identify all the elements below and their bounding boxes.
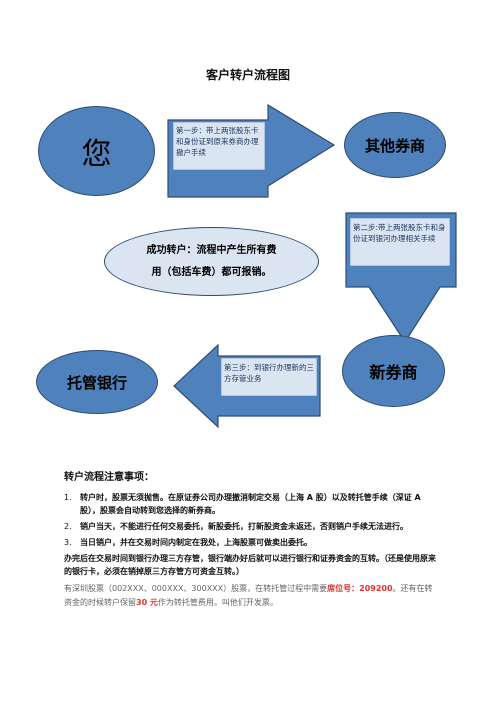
footer-text-c: 作为转托管费用。叫他们开发票。 [157, 598, 278, 607]
note-number: 3. [64, 538, 72, 547]
note-text: 当日销户，并在交易时间内制定在我处，上海股票可做卖出委托。 [80, 538, 312, 547]
node-success: 成功转户：流程中产生所有费 用（包括车费）都可报销。 [104, 227, 319, 296]
node-you: 您 [38, 106, 155, 196]
footer-amount: 30 元 [136, 598, 158, 607]
footer-seat-number: 席位号：209200 [327, 584, 393, 593]
step2-text: 第二步:带上两张股东卡和身份证到银河办理相关手续 [353, 223, 446, 243]
footer-text-b: 。还有在转资金的时候转户保留 [64, 584, 433, 607]
callout-box-step2 [349, 217, 451, 267]
notes-section: 转户流程注意事项： 1. 转户时，股票无须抛售。在原证券公司办理撤消制定交易（上… [64, 468, 436, 610]
footer-text-a: 有深圳股票（002XXX、000XXX、300XXX）股票，在转托管过程中需要 [64, 584, 328, 593]
node-other-broker: 其他券商 [344, 112, 446, 178]
success-line-1: 成功转户：流程中产生所有费 [146, 244, 277, 256]
callout-box-step3 [220, 357, 318, 397]
note-item: 1. 转户时，股票无须抛售。在原证券公司办理撤消制定交易（上海 A 股）以及转托… [64, 491, 436, 517]
notes-heading: 转户流程注意事项： [64, 472, 154, 483]
note-item: 2. 销户当天，不能进行任何交易委托，新股委托，打新股资金未返还，否则销户手续无… [64, 520, 436, 533]
note-extra: 办完后在交易时间到银行办理三方存管，银行端办好后就可以进行银行和证券资金的互转。… [64, 554, 436, 576]
node-new-broker: 新券商 [342, 335, 445, 407]
step1-text: 第一步：带上两张股东卡和身份证到原来券商办理撤户手续 [176, 126, 259, 157]
footer-note: 有深圳股票（002XXX、000XXX、300XXX）股票，在转托管过程中需要席… [64, 582, 436, 610]
note-text: 销户当天，不能进行任何交易委托，新股委托，打新股资金未返还，否则销户手续无法进行… [80, 522, 408, 531]
note-item: 3. 当日销户，并在交易时间内制定在我处，上海股票可做卖出委托。 [64, 536, 436, 549]
callout-box-step1 [172, 121, 266, 171]
step3-text: 第三步：到银行办理新的三方存管业务 [224, 363, 314, 383]
note-text: 转户时，股票无须抛售。在原证券公司办理撤消制定交易（上海 A 股）以及转托管手续… [80, 493, 421, 515]
note-number: 2. [64, 522, 72, 531]
page-title: 客户转户流程图 [205, 68, 290, 82]
note-number: 1. [64, 493, 72, 502]
node-custodian-bank: 托管银行 [36, 350, 158, 414]
success-line-2: 用（包括车费）都可报销。 [151, 266, 272, 278]
